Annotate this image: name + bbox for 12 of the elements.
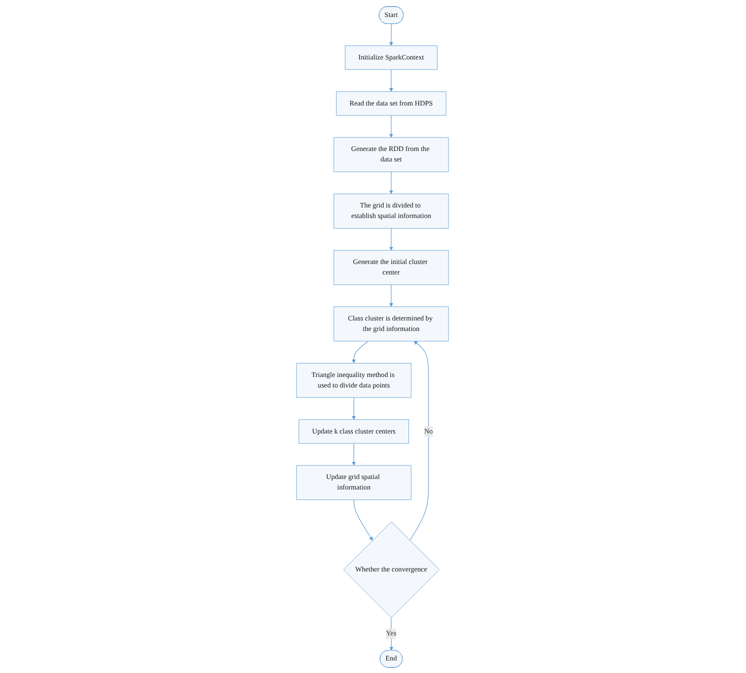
- arrow: [390, 616, 394, 650]
- arrow: [390, 284, 394, 306]
- arrow: [352, 396, 356, 420]
- arrow: [352, 442, 356, 466]
- arrow: [410, 340, 430, 540]
- arrow: [390, 114, 394, 138]
- arrow: [352, 340, 370, 363]
- arrow: [390, 228, 394, 250]
- arrow: [390, 171, 394, 194]
- arrow: [354, 499, 374, 540]
- arrow: [390, 68, 394, 92]
- arrow: [390, 23, 394, 46]
